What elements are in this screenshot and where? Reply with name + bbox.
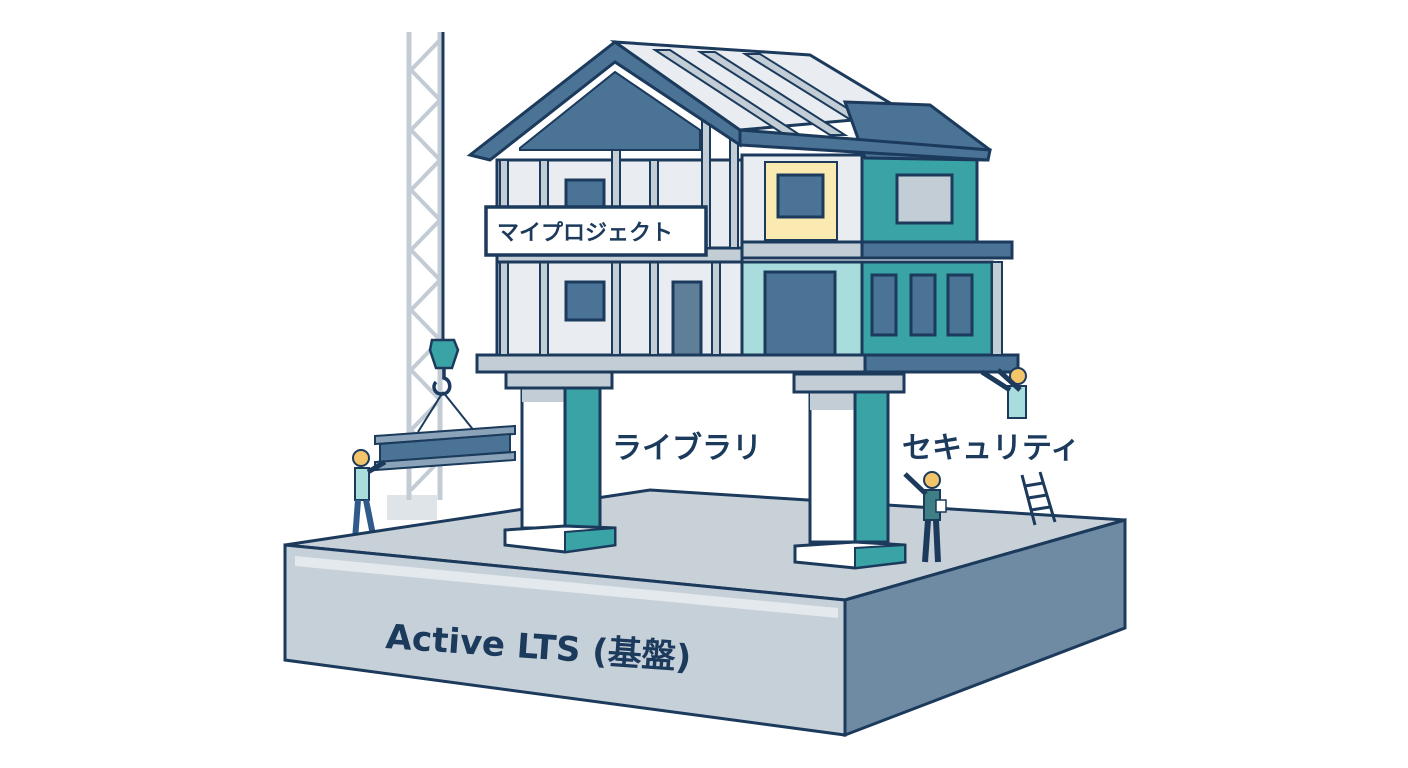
house: マイプロジェクト (466, 40, 1020, 374)
tower-crane (387, 32, 445, 520)
steel-i-beam (374, 424, 516, 472)
foundation-slab: Active LTS (基盤) (283, 488, 1127, 738)
library-label: ライブラリ (612, 431, 762, 466)
project-sign-label: マイプロジェクト (497, 221, 673, 246)
right-pillar (792, 372, 907, 570)
worker-carrying-beam (352, 449, 387, 541)
worker-on-beam (980, 367, 1027, 419)
ladder-icon (1020, 471, 1057, 526)
worker-pointing (903, 471, 947, 563)
security-label: セキュリティ (902, 431, 1080, 466)
left-pillar (503, 368, 617, 554)
crane-hook-icon (417, 338, 476, 433)
